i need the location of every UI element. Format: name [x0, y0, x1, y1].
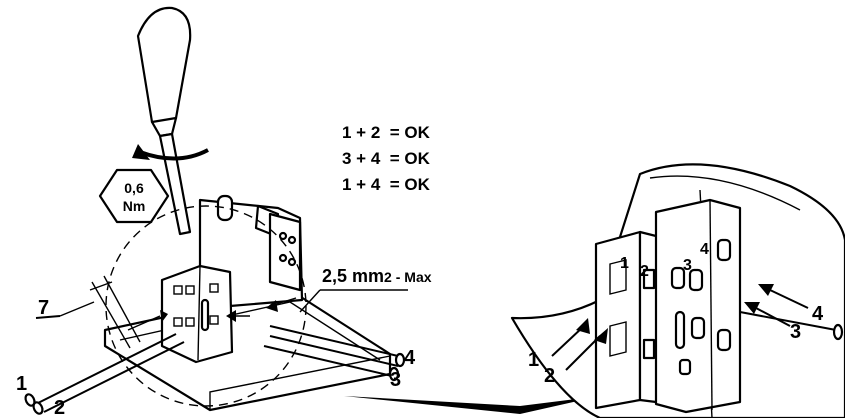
terminal-label: 4 [700, 241, 709, 258]
entry-label: 1 [528, 349, 539, 371]
entry-label: 2 [544, 365, 555, 387]
wire-spec: 2,5 mm2 - Max [299, 266, 432, 313]
combination-list: 1 + 2 = OK 3 + 4 = OK 1 + 4 = OK [342, 123, 431, 194]
wire-size: 2,5 mm [322, 266, 384, 286]
detail-callout-pointer [344, 396, 600, 414]
combination-row: 1 + 4 = OK [342, 175, 431, 194]
port-label: 1 [16, 373, 27, 395]
wire-size-exponent: 2 [384, 269, 392, 285]
screwdriver-icon [132, 6, 209, 236]
entry-label: 4 [812, 303, 824, 325]
torque-badge: 0,6 Nm [98, 168, 170, 224]
torque-unit: Nm [123, 198, 146, 214]
combination-row: 3 + 4 = OK [342, 149, 431, 168]
port-label: 4 [404, 347, 416, 369]
port-label: 3 [390, 369, 401, 391]
entry-label: 3 [790, 321, 801, 343]
wire-max: - Max [392, 269, 432, 285]
combination-row: 1 + 2 = OK [342, 123, 431, 142]
port-label: 2 [54, 397, 65, 418]
terminal-label: 1 [620, 255, 629, 272]
terminal-label: 2 [640, 263, 649, 280]
torque-value: 0,6 [124, 180, 144, 196]
svg-text:2,5 mm2 - Max: 2,5 mm2 - Max [322, 266, 432, 286]
terminal-detail-view: 1 2 3 4 1 2 3 4 [510, 163, 845, 418]
strip-length-label: 7 [38, 297, 49, 319]
terminal-block-assembly: 7 1 2 3 4 [16, 194, 416, 418]
terminal-label: 3 [683, 257, 692, 274]
